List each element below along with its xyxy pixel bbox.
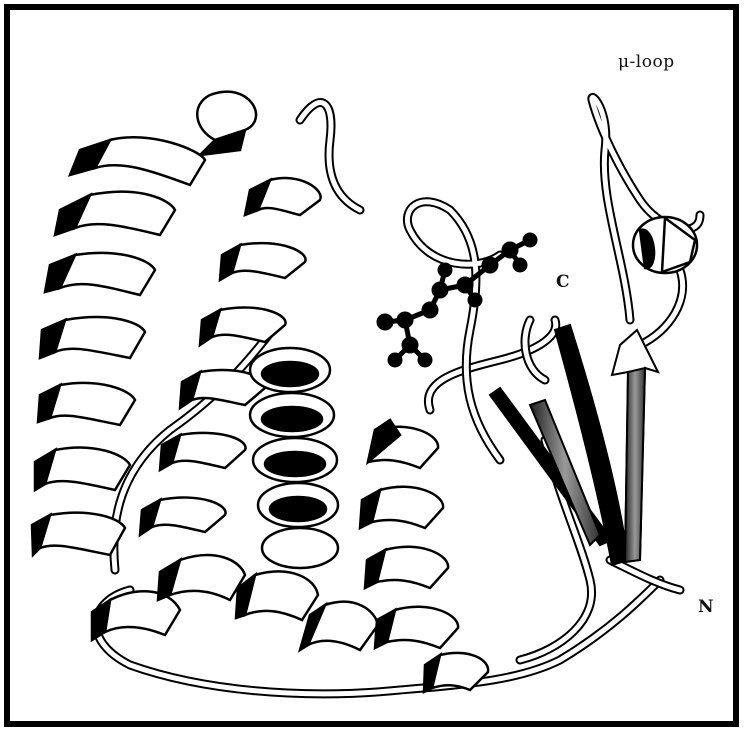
helix-f — [633, 217, 697, 273]
helix-c — [250, 348, 338, 568]
n-terminus-label: N — [698, 597, 714, 617]
ligand-molecule — [379, 235, 535, 365]
helix-d — [92, 555, 378, 650]
mu-loop-label: μ-loop — [618, 52, 675, 72]
c-terminus-label: C — [556, 272, 570, 292]
helix-e — [360, 420, 488, 692]
